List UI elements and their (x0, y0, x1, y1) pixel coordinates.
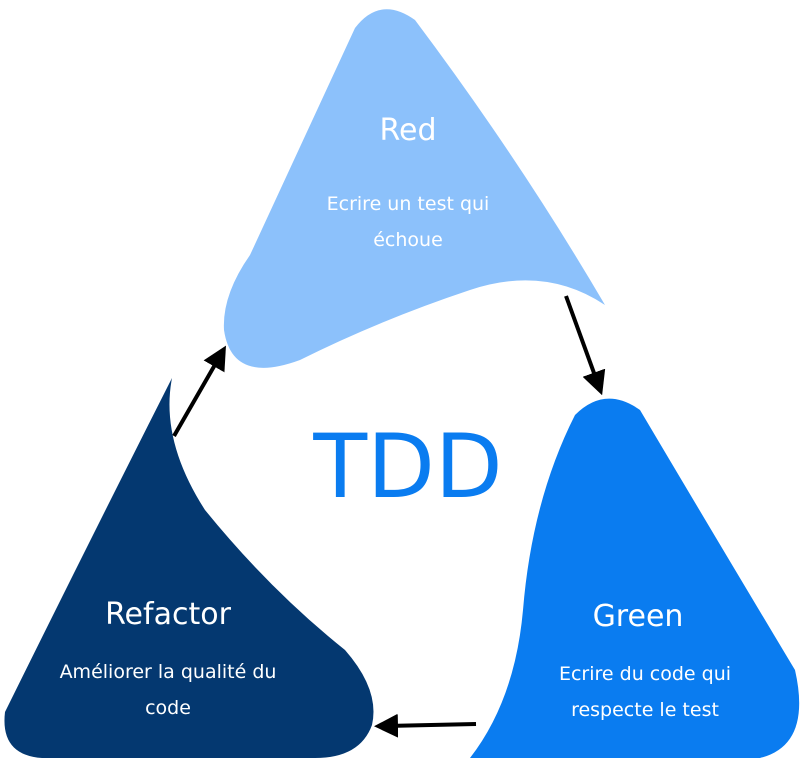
arrow-refactor-to-red (172, 345, 226, 437)
arrow-red-to-green (564, 295, 606, 396)
red-stage-description-line2: échoue (373, 229, 443, 251)
refactor-stage-shape (4, 378, 374, 758)
green-stage-description-line1: Ecrire du code qui (559, 663, 731, 685)
green-stage-title: Green (593, 599, 684, 634)
arrow-green-to-refactor (374, 713, 477, 738)
red-stage-shape (223, 9, 605, 368)
refactor-stage-title: Refactor (105, 597, 232, 632)
green-stage-description-line2: respecte le test (571, 699, 719, 721)
refactor-stage-description-line1: Améliorer la qualité du (60, 661, 277, 683)
refactor-stage-description-line2: code (145, 697, 191, 719)
red-stage-title: Red (380, 113, 437, 148)
red-stage-description-line1: Ecrire un test qui (327, 193, 490, 215)
green-stage-shape (470, 398, 800, 758)
center-title: TDD (312, 415, 502, 518)
